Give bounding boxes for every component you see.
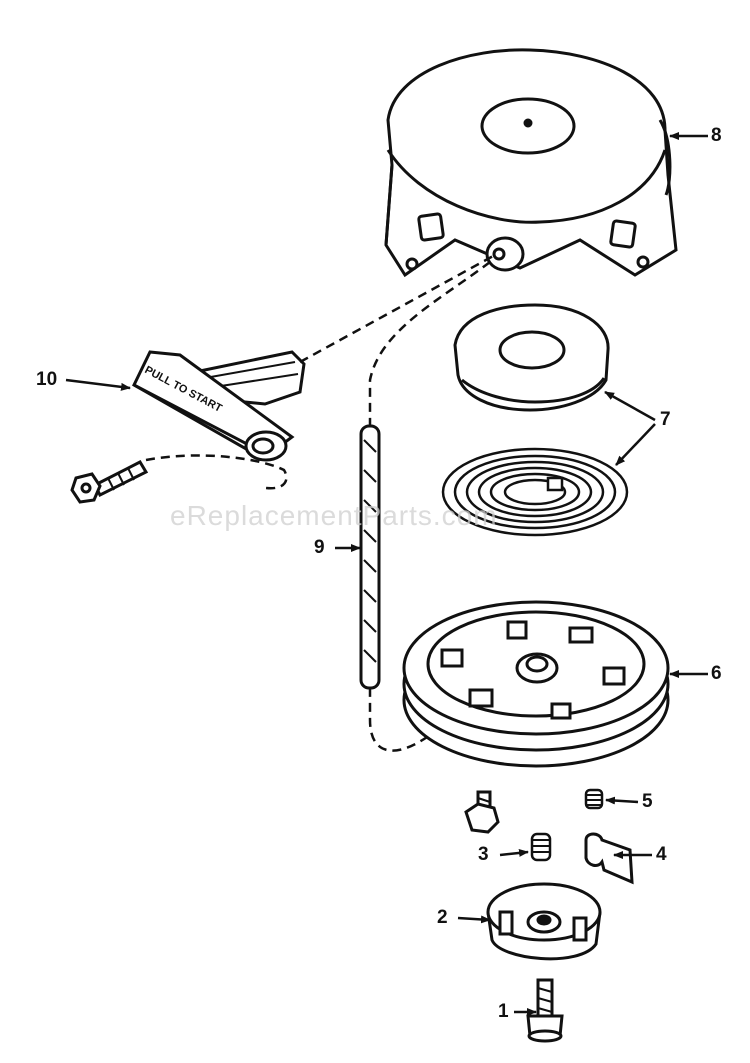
callout-9: 9 xyxy=(314,537,325,558)
part-6-rope-pulley xyxy=(402,600,670,768)
part-5-small-spring xyxy=(584,788,604,810)
arrow-7b xyxy=(615,423,656,466)
pulley-screw xyxy=(464,790,500,834)
arrow-5 xyxy=(605,796,639,805)
handle-screw xyxy=(70,460,149,504)
callout-10: 10 xyxy=(36,369,58,390)
part-2-pawl-cup xyxy=(486,882,602,961)
leader-arrows xyxy=(65,132,708,1016)
rope-path-dashed xyxy=(145,253,496,752)
part-8-starter-housing xyxy=(384,48,678,278)
callout-7: 7 xyxy=(660,409,671,430)
part-4-pawl xyxy=(584,832,634,885)
callout-3: 3 xyxy=(478,844,489,865)
callout-6: 6 xyxy=(711,663,722,684)
part-7-rewind-spring xyxy=(441,447,629,537)
watermark-text: eReplacementParts.com xyxy=(170,500,498,531)
part-10-starter-handle: PULL TO START xyxy=(132,350,306,462)
arrow-3 xyxy=(499,848,529,857)
part-1-bolt xyxy=(526,978,564,1043)
callout-1: 1 xyxy=(498,1001,509,1022)
callout-5: 5 xyxy=(642,791,653,812)
callout-8: 8 xyxy=(711,125,722,146)
arrow-2 xyxy=(457,915,491,924)
part-9-starter-rope xyxy=(359,424,381,690)
callout-4: 4 xyxy=(656,844,667,865)
arrow-7a xyxy=(604,390,656,422)
arrow-10 xyxy=(65,378,131,391)
part-3-spring xyxy=(530,832,552,862)
part-7-spring-retainer xyxy=(453,303,610,412)
callout-2: 2 xyxy=(437,907,448,928)
